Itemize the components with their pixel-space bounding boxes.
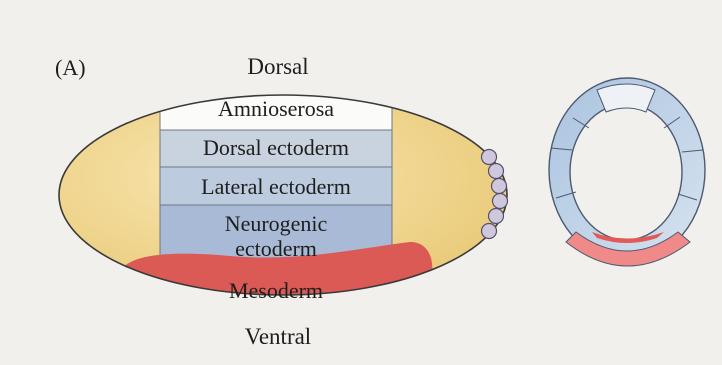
label-ectoderm: ectoderm	[235, 236, 317, 261]
dorsal-label: Dorsal	[247, 54, 308, 79]
ring-amnioserosa	[597, 84, 655, 112]
label-lateral-ectoderm: Lateral ectoderm	[201, 174, 351, 199]
label-amnioserosa: Amnioserosa	[218, 96, 334, 121]
pole-cell	[482, 150, 497, 165]
panel-label: (A)	[55, 55, 86, 80]
ventral-label: Ventral	[245, 324, 311, 349]
label-neurogenic: Neurogenic	[225, 211, 328, 236]
pole-cell	[482, 224, 497, 239]
pole-cell	[493, 194, 508, 209]
pole-cell	[489, 209, 504, 224]
label-dorsal-ectoderm: Dorsal ectoderm	[203, 135, 349, 160]
pole-cell	[489, 164, 504, 179]
embryo-cross-section	[549, 78, 705, 266]
label-mesoderm: Mesoderm	[229, 278, 323, 303]
pole-cell	[492, 179, 507, 194]
